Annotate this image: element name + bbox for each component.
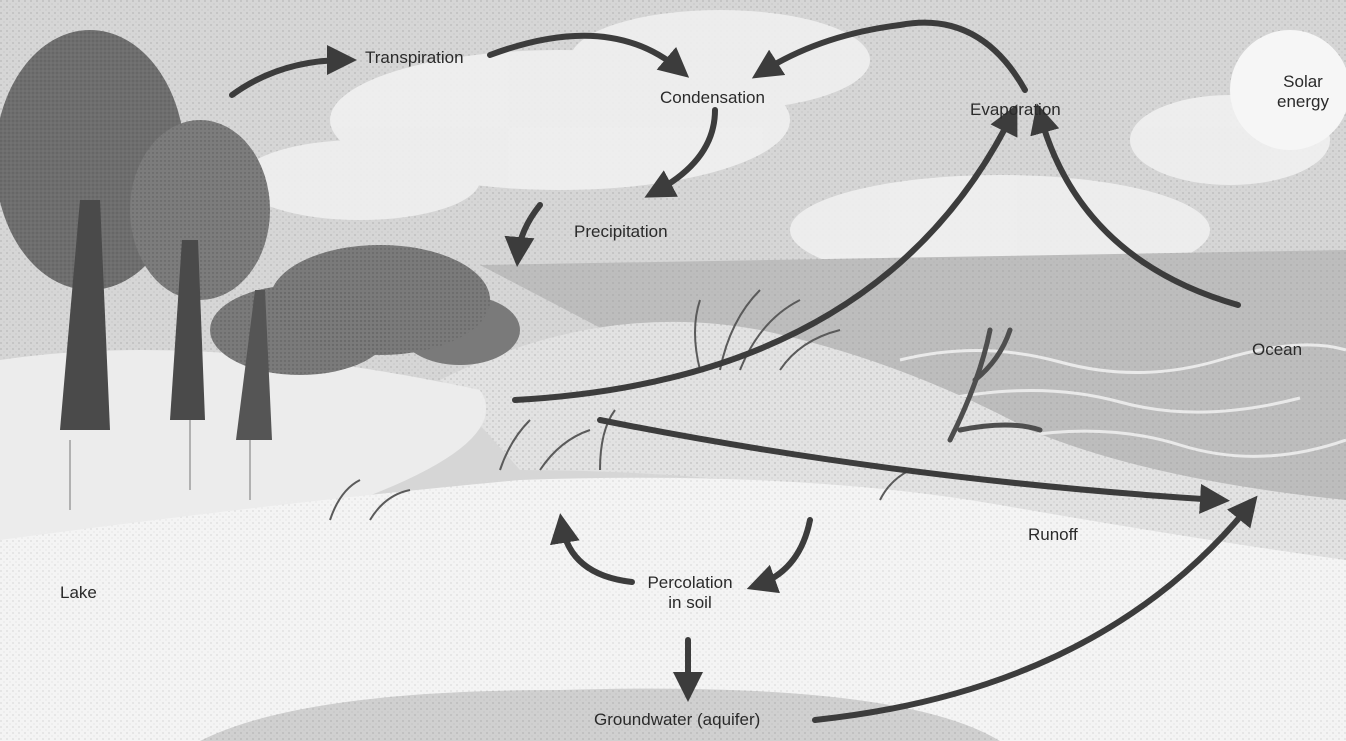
label-solar-energy: Solar energy <box>1268 72 1338 112</box>
label-condensation: Condensation <box>660 88 765 108</box>
label-ocean: Ocean <box>1252 340 1302 360</box>
label-precipitation: Precipitation <box>574 222 668 242</box>
label-percolation-line1: Percolation <box>630 573 750 593</box>
label-groundwater: Groundwater (aquifer) <box>594 710 760 730</box>
label-transpiration: Transpiration <box>365 48 464 68</box>
label-percolation-line2: in soil <box>630 593 750 613</box>
label-lake: Lake <box>60 583 97 603</box>
label-percolation: Percolation in soil <box>630 573 750 613</box>
label-runoff: Runoff <box>1028 525 1078 545</box>
label-evaporation: Evaporation <box>970 100 1061 120</box>
label-solar-energy-line1: Solar <box>1268 72 1338 92</box>
label-solar-energy-line2: energy <box>1268 92 1338 112</box>
